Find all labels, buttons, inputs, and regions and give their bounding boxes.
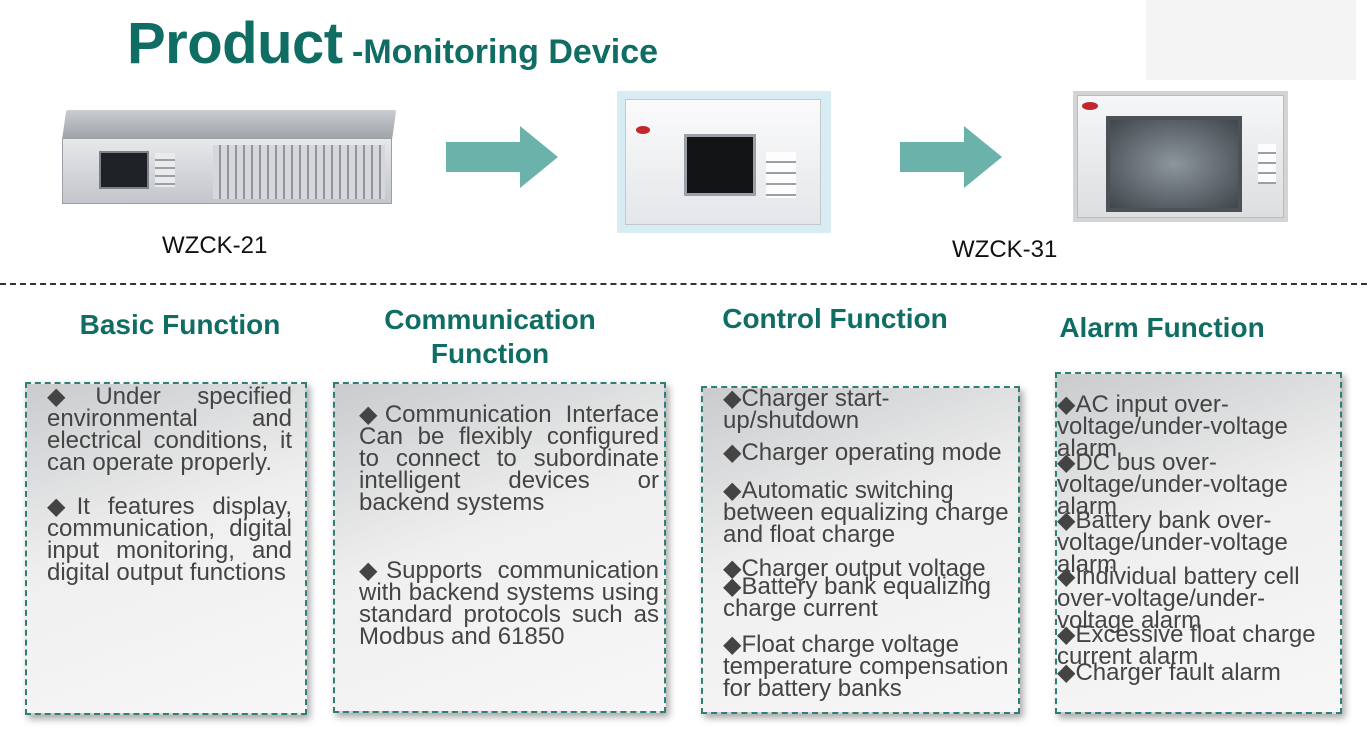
heading-alarm-function: Alarm Function [1059,312,1265,343]
section-divider [0,283,1367,285]
corner-decoration [1146,0,1356,80]
list-item: ◆Battery bank equalizing charge current [723,573,991,622]
card-basic-function: ◆Under specified environmental and elect… [25,382,307,715]
brand-logo-icon [1082,102,1098,110]
rack-vent-grille [213,145,385,199]
list-item: ◆Charger fault alarm [1057,659,1281,686]
list-item: ◆Charger start-up/shutdown [723,386,890,434]
rack-display-screen [99,151,149,189]
list-item: ◆It features display, communication, dig… [47,493,292,586]
rack-top-cover [62,110,397,140]
device-image-rack-unit [62,110,397,205]
card-alarm-function: ◆AC input over-voltage/under-voltage ala… [1055,372,1342,714]
rack-front-panel [62,138,392,204]
heading-communication-function: Communication Function [384,304,596,369]
page-title: Product [127,11,343,76]
wall-housing [1077,95,1284,218]
right-arrow-icon [446,126,558,188]
device-image-wall-unit [1073,91,1288,222]
model-label-wzck-21: WZCK-21 [162,232,268,259]
list-item: ◆Supports communication with backend sys… [359,557,659,650]
heading-control-function: Control Function [722,303,948,334]
rack-indicator-leds [155,153,175,187]
device-image-panel-unit [617,91,831,233]
card-communication-function: ◆Communication Interface Can be flexibly… [333,382,666,713]
list-item: ◆Float charge voltage temperature compen… [723,631,1009,702]
wall-display-screen [1106,116,1242,212]
list-item: ◆AC input over-voltage/under-voltage ala… [1057,391,1288,462]
list-item: ◆Charger output voltage [723,555,986,582]
page-subtitle: -Monitoring Device [352,33,659,71]
panel-indicator-leds [766,152,796,198]
list-item: ◆Under specified environmental and elect… [47,383,292,476]
list-item: ◆Excessive float charge current alarm [1057,621,1316,670]
wall-indicator-leds [1258,144,1276,184]
right-arrow-icon [900,126,1002,188]
list-item: ◆Communication Interface Can be flexibly… [359,401,659,516]
list-item: ◆Individual battery cell over-voltage/un… [1057,563,1300,634]
panel-housing [625,99,821,225]
panel-display-screen [684,134,756,196]
model-label-wzck-31: WZCK-31 [952,236,1058,263]
card-control-function: ◆Charger start-up/shutdown ◆Charger oper… [701,386,1020,714]
list-item: ◆Battery bank over-voltage/under-voltage… [1057,507,1288,578]
list-item: ◆DC bus over-voltage/under-voltage alarm [1057,449,1288,520]
list-item: ◆Automatic switching between equalizing … [723,477,1009,548]
list-item: ◆Charger operating mode [723,439,1002,466]
heading-basic-function: Basic Function [79,309,281,340]
brand-logo-icon [636,126,650,134]
